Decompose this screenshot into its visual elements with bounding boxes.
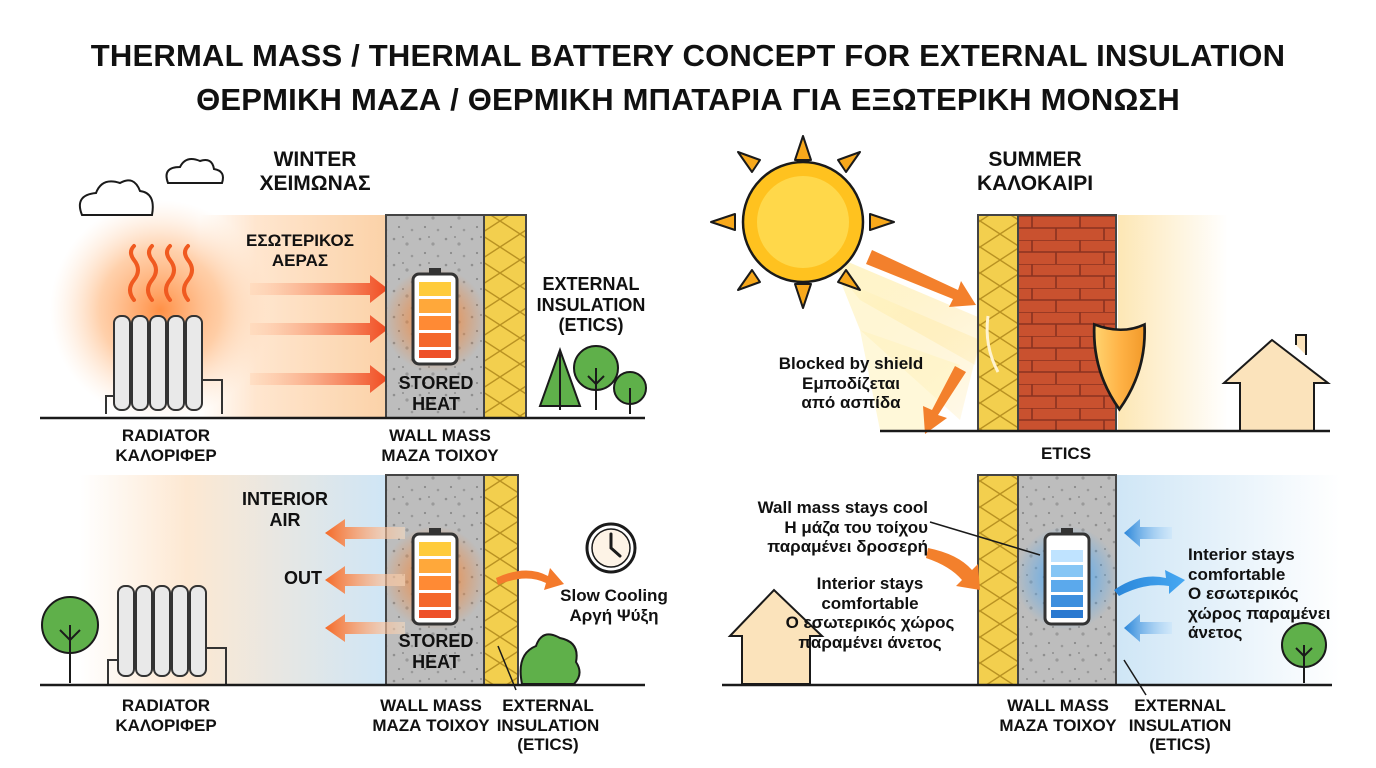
wall-pointer [929,521,1041,556]
cloud-icon [165,158,224,184]
radiator-icon [105,315,223,414]
interior-comfortable-left-label: Interior stays comfortable Ο εσωτερικός … [785,574,955,652]
sunlit-room-zone [1118,215,1228,431]
tree-icon [41,596,99,683]
thermal-battery-icon [411,528,459,626]
external-insulation-label: EXTERNAL INSULATION (ETICS) [1128,696,1232,755]
heat-flow-arrows [250,275,388,393]
tree-icon [1281,622,1327,683]
bush-icon [519,633,581,685]
slow-cooling-label: Slow Cooling Αργή Ψύξη [560,586,668,625]
out-label: OUT [284,568,322,588]
wall-mass-label: WALL MASS ΜΑΖΑ ΤΟΙΧΟΥ [381,426,499,465]
shield-icon [985,315,1147,412]
radiator-label: RADIATOR ΚΑΛΟΡΙΦΕΡ [115,426,217,465]
stored-heat-label: STORED HEAT [398,631,474,672]
etics-label: ETICS [1040,444,1092,463]
house-icon [727,588,825,685]
tree-icon [538,345,647,414]
radiator-label: RADIATOR ΚΑΛΟΡΙΦΕΡ [115,696,217,735]
wall-mass-label: WALL MASS ΜΑΖΑ ΤΟΙΧΟΥ [372,696,490,735]
interior-air-label: ΕΣΩΤΕΡΙΚΟΣ ΑΕΡΑΣ [246,231,354,270]
heat-waves-icon [128,244,194,302]
insulation-pointer [1123,659,1147,696]
heat-blocked-arrow [926,548,980,590]
external-insulation-layer [483,214,527,419]
season-label-winter: WINTER ΧΕΙΜΩΝΑΣ [259,148,371,196]
page-title-greek: ΘΕΡΜΙΚΗ ΜΑΖΑ / ΘΕΡΜΙΚΗ ΜΠΑΤΑΡΙΑ ΓΙΑ ΕΞΩΤ… [196,82,1180,117]
heat-out-arrows [325,519,564,642]
cool-arrows [1114,519,1185,642]
thermal-battery-icon [411,268,459,366]
summer-cool-panel [722,474,1340,696]
winter-cooling-panel [40,474,645,691]
external-insulation-label: EXTERNAL INSULATION (ETICS) [536,274,646,336]
sun-icon [710,135,895,309]
stored-heat-label: STORED HEAT [398,373,474,414]
clock-icon [585,522,637,574]
brick-wall [1017,214,1117,432]
insulation-pointer [497,645,517,691]
wall-stays-cool-label: Wall mass stays cool Η μάζα του τοίχου π… [757,498,928,557]
radiator-icon [107,585,227,684]
external-insulation-layer [977,214,1019,432]
sun-heat-arrows [866,250,976,434]
page-title: THERMAL MASS / THERMAL BATTERY CONCEPT F… [90,38,1286,73]
interior-air-label: INTERIOR AIR [241,489,328,530]
blocked-by-shield-label: Blocked by shield Εμποδίζεται από ασπίδα [778,354,924,413]
house-icon [1221,334,1331,432]
wall-mass-label: WALL MASS ΜΑΖΑ ΤΟΙΧΟΥ [999,696,1117,735]
summer-sun-panel [710,135,1331,434]
interior-comfortable-right-label: Interior stays comfortable Ο εσωτερικός … [1188,545,1331,643]
season-label-summer: SUMMER ΚΑΛΟΚΑΙΡΙ [976,148,1094,196]
cool-battery-icon [1043,528,1091,626]
external-insulation-layer [977,474,1019,686]
cloud-icon [78,179,154,216]
radiator-heat-glow [50,200,270,420]
external-insulation-label: EXTERNAL INSULATION (ETICS) [496,696,600,755]
winter-heating-panel [40,158,647,420]
